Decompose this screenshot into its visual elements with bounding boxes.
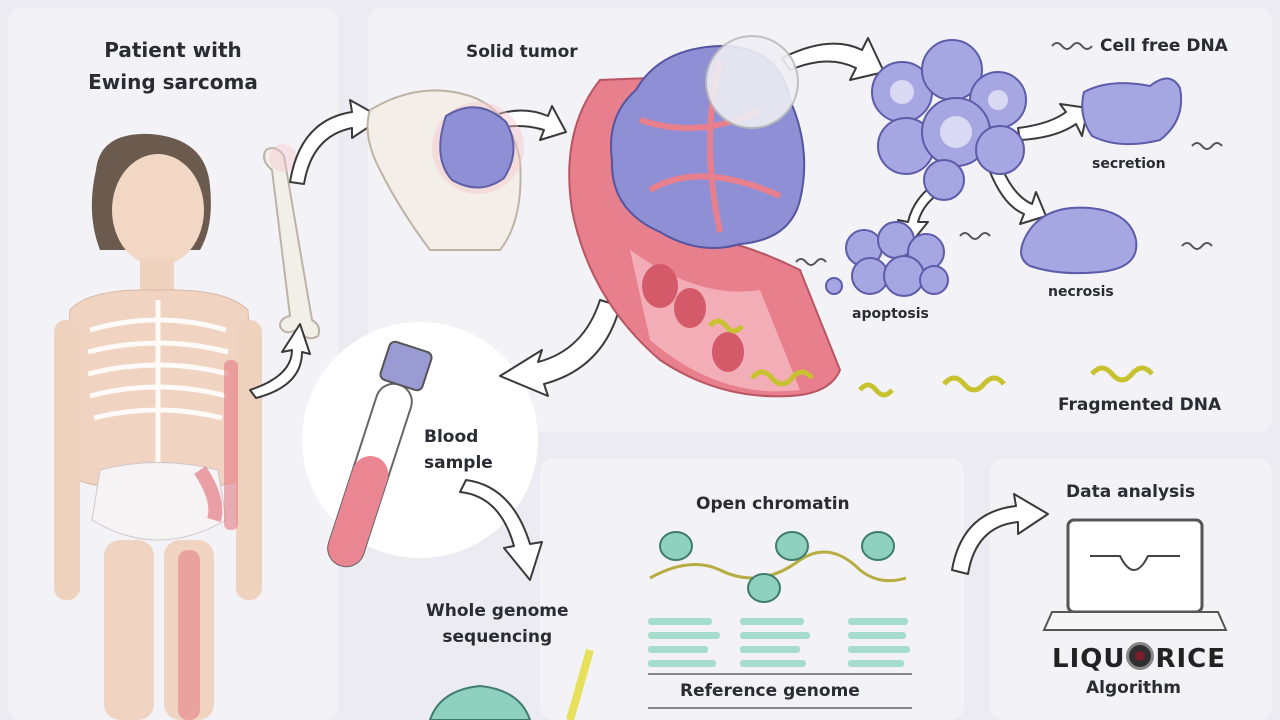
- fragmented-dna-label: Fragmented DNA: [1058, 395, 1222, 415]
- logo-text-left: LIQU: [1052, 644, 1126, 674]
- logo-o-icon: [1126, 642, 1155, 670]
- apoptosis-cell-icon: [825, 221, 949, 297]
- sequencer-icon: [428, 648, 594, 720]
- apoptosis-label: apoptosis: [852, 306, 929, 322]
- blood-sample-label: Blood sample: [424, 424, 493, 476]
- wgs-label-line1: Whole genome: [426, 601, 569, 621]
- cell-free-dna-label: Cell free DNA: [1100, 36, 1228, 56]
- sequencing-reads: [648, 618, 910, 667]
- arrow-vessel-to-blood: [499, 299, 621, 397]
- dna-fragment-icon: [708, 318, 1154, 398]
- algorithm-label: Algorithm: [1086, 678, 1181, 698]
- bone-icon: [263, 144, 321, 340]
- liquorice-logo: LIQU RICE: [1052, 642, 1226, 674]
- secretion-label: secretion: [1092, 156, 1166, 172]
- arrow-cells-to-necrosis: [989, 167, 1047, 225]
- logo-text-right: RICE: [1155, 644, 1227, 674]
- bone-tumor-icon: [366, 89, 524, 251]
- laptop-icon: [1042, 518, 1228, 631]
- arrow-body-to-bone: [249, 323, 311, 399]
- arrow-bone-to-tumor: [289, 99, 383, 185]
- wgs-label-line2: sequencing: [442, 627, 553, 647]
- open-chromatin-label: Open chromatin: [696, 494, 850, 514]
- necrosis-label: necrosis: [1048, 284, 1114, 300]
- blood-sample-line1: Blood: [424, 427, 479, 447]
- arrow-cells-to-secretion: [1017, 103, 1089, 141]
- zoom-circle: [705, 35, 799, 129]
- solid-tumor-label: Solid tumor: [466, 42, 578, 62]
- necrosis-cell-icon: [1020, 206, 1138, 275]
- patient-label-line1: Patient with: [104, 38, 242, 62]
- arrow-chromatin-to-analysis: [951, 493, 1049, 575]
- child-figure-icon: [54, 133, 262, 720]
- chromatin-icon: [649, 531, 907, 603]
- patient-label-line2: Ewing sarcoma: [88, 70, 258, 94]
- blood-sample-line2: sample: [424, 453, 493, 473]
- wgs-label: Whole genome sequencing: [426, 598, 569, 650]
- blood-tube-icon: [327, 340, 433, 568]
- patient-label: Patient with Ewing sarcoma: [70, 34, 276, 98]
- reference-genome-label: Reference genome: [680, 681, 860, 701]
- arrow-blood-to-sequencing: [459, 479, 543, 581]
- tumor-icon: [610, 35, 806, 249]
- secretion-cell-icon: [1081, 77, 1182, 146]
- cfdna-squiggles: [795, 42, 1223, 266]
- data-analysis-label: Data analysis: [1066, 482, 1196, 502]
